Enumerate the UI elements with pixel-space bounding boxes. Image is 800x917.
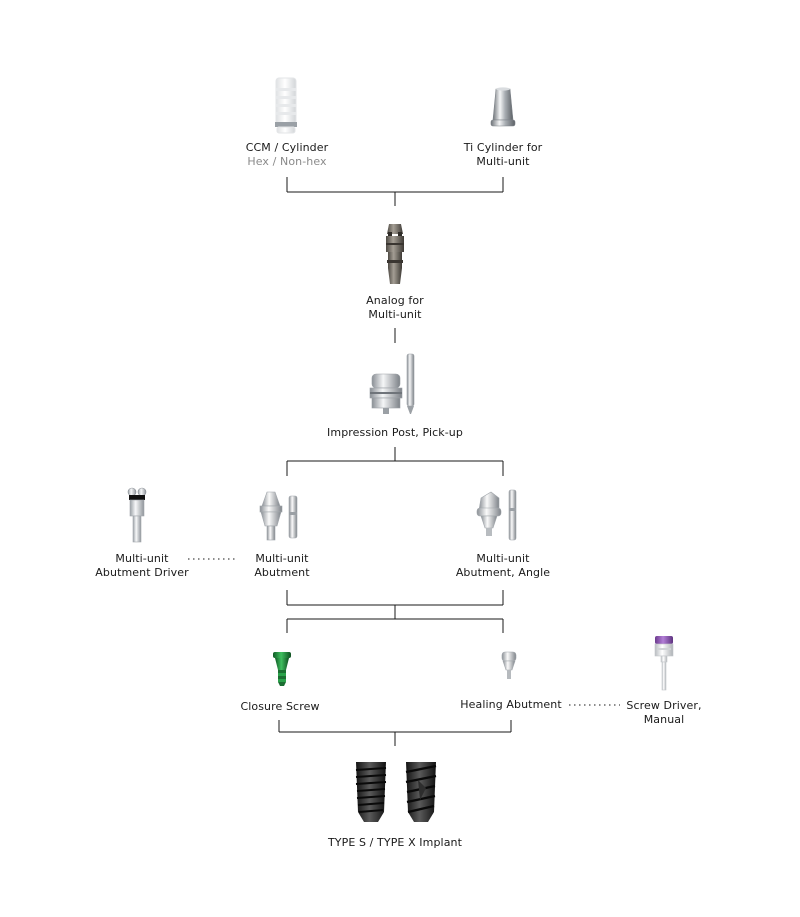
multi-unit-angle-subtitle: Abutment, Angle xyxy=(455,566,551,579)
screw-driver-label: Screw Driver, Manual xyxy=(614,699,714,727)
ti-cylinder-title: Ti Cylinder for xyxy=(463,141,543,154)
healing-abutment-icon xyxy=(501,651,517,679)
ti-cylinder-icon xyxy=(490,87,516,127)
ccm-cylinder-variant: Hex / Non-hex xyxy=(247,155,327,168)
closure-screw-icon xyxy=(273,652,291,686)
multi-unit-angle-label: Multi-unit Abutment, Angle xyxy=(448,552,558,580)
abutment-driver-subtitle: Abutment Driver xyxy=(95,566,189,579)
screw-driver-title: Screw Driver, xyxy=(626,699,702,712)
closure-screw-label: Closure Screw xyxy=(230,700,330,714)
multi-unit-abutment-title: Multi-unit xyxy=(255,552,309,565)
healing-abutment-title: Healing Abutment xyxy=(460,698,562,711)
abutment-driver-icon xyxy=(127,487,147,543)
implant-title: TYPE S / TYPE X Implant xyxy=(327,836,463,849)
analog-subtitle: Multi-unit xyxy=(368,308,422,321)
healing-abutment-label: Healing Abutment xyxy=(456,698,566,712)
impression-post-icon xyxy=(369,353,415,414)
ccm-cylinder-label: CCM / Cylinder Hex / Non-hex xyxy=(237,141,337,169)
implant-icon xyxy=(355,762,437,822)
ccm-cylinder-title: CCM / Cylinder xyxy=(245,141,329,154)
screw-driver-icon xyxy=(654,636,674,691)
closure-screw-title: Closure Screw xyxy=(240,700,320,713)
multi-unit-angle-title: Multi-unit xyxy=(476,552,530,565)
ti-cylinder-label: Ti Cylinder for Multi-unit xyxy=(453,141,553,169)
analog-title: Analog for xyxy=(366,294,424,307)
multi-unit-abutment-label: Multi-unit Abutment xyxy=(232,552,332,580)
impression-post-title: Impression Post, Pick-up xyxy=(327,426,463,439)
impression-post-label: Impression Post, Pick-up xyxy=(315,426,475,440)
analog-icon xyxy=(386,224,404,284)
multi-unit-abutment-icon xyxy=(259,491,298,541)
abutment-driver-label: Multi-unit Abutment Driver xyxy=(92,552,192,580)
multi-unit-angle-abutment-icon xyxy=(476,489,517,541)
abutment-driver-title: Multi-unit xyxy=(115,552,169,565)
multi-unit-abutment-subtitle: Abutment xyxy=(254,566,310,579)
ti-cylinder-subtitle: Multi-unit xyxy=(476,155,530,168)
ccm-cylinder-icon xyxy=(275,77,297,134)
analog-label: Analog for Multi-unit xyxy=(345,294,445,322)
implant-label: TYPE S / TYPE X Implant xyxy=(300,836,490,850)
screw-driver-subtitle: Manual xyxy=(643,713,685,726)
